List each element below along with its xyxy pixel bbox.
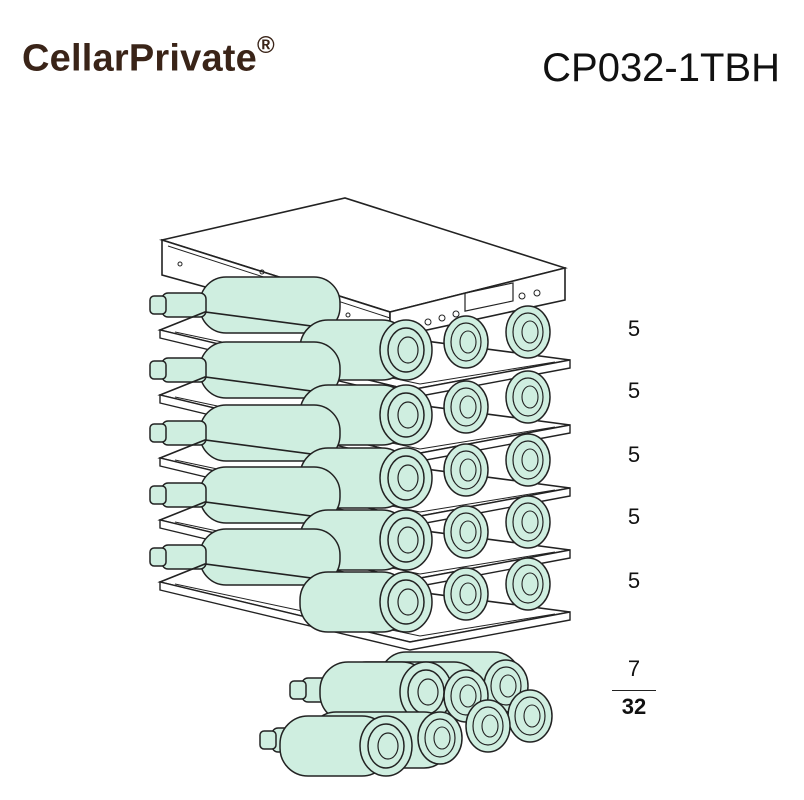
total-divider: [612, 690, 656, 691]
shelf-5-count: 5: [627, 568, 641, 593]
total-count: 32: [621, 694, 647, 719]
brand-logo: CellarPrivate®: [22, 32, 275, 81]
brand-name: CellarPrivate: [22, 37, 257, 80]
shelf-2-count: 5: [627, 378, 641, 403]
registered-mark: ®: [256, 32, 275, 59]
bottom-bottle-stack: [259, 651, 553, 777]
shelf-1-count: 5: [627, 316, 641, 341]
bottom-count: 7: [627, 656, 641, 681]
model-number: CP032-1TBH: [542, 46, 780, 90]
shelf-3-count: 5: [627, 442, 641, 467]
shelf-4-count: 5: [627, 504, 641, 529]
